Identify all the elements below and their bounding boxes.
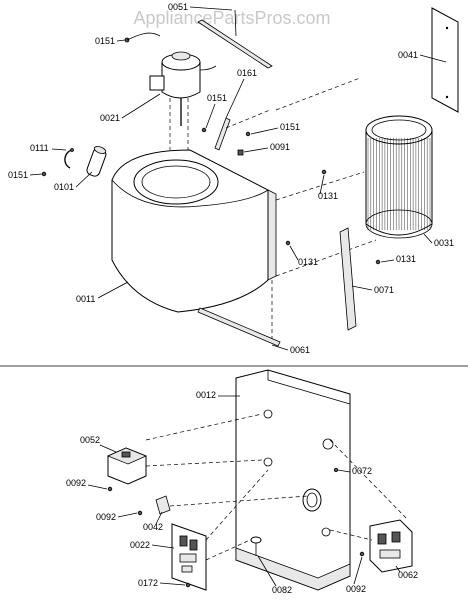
label-0062: 0062 xyxy=(398,570,418,580)
label-0151-d: 0151 xyxy=(8,170,28,180)
part-0021-blower-motor[interactable] xyxy=(149,51,217,126)
label-0041: 0041 xyxy=(398,50,418,60)
label-0052: 0052 xyxy=(80,435,100,445)
part-0151-capacitor-screw[interactable] xyxy=(41,171,47,177)
part-0151-housing-screw[interactable] xyxy=(245,131,251,137)
part-0131-screw-upper[interactable] xyxy=(321,169,327,175)
label-0042: 0042 xyxy=(143,522,163,532)
label-0092-a: 0092 xyxy=(66,478,86,488)
label-0151-c: 0151 xyxy=(280,122,300,132)
label-0131-c: 0131 xyxy=(396,254,416,264)
watermark-text: AppliancePartsPros.com xyxy=(133,8,330,28)
label-0092-c: 0092 xyxy=(346,584,366,594)
label-0012: 0012 xyxy=(196,390,216,400)
assembly-guides-lower xyxy=(145,413,409,561)
part-0092-transformer-screw[interactable] xyxy=(107,486,113,492)
label-0082: 0082 xyxy=(272,585,292,595)
part-0012-control-panel[interactable] xyxy=(235,369,351,591)
label-0061: 0061 xyxy=(290,345,310,355)
assembly-guides-upper xyxy=(169,77,377,340)
part-0052-transformer[interactable] xyxy=(106,447,148,485)
label-0011: 0011 xyxy=(76,294,95,304)
label-0072: 0072 xyxy=(352,466,372,476)
part-0131-screw-left[interactable] xyxy=(285,240,291,246)
part-0022-control-board[interactable] xyxy=(171,523,207,591)
part-0091-clip[interactable] xyxy=(237,149,244,156)
label-0151-b: 0151 xyxy=(207,93,227,103)
part-0172-board-screw[interactable] xyxy=(185,582,191,588)
label-0161: 0161 xyxy=(237,68,257,78)
label-0131-a: 0131 xyxy=(318,191,338,201)
part-0071-side-strip[interactable] xyxy=(339,227,357,331)
label-0051: 0051 xyxy=(168,2,188,12)
part-0061-bottom-rail[interactable] xyxy=(197,307,281,347)
label-0031: 0031 xyxy=(434,238,454,248)
label-0071: 0071 xyxy=(374,285,394,295)
part-0011-blower-housing[interactable] xyxy=(111,149,277,313)
label-0022: 0022 xyxy=(130,540,150,550)
part-0062-relay[interactable] xyxy=(369,519,413,573)
part-0072-screw[interactable] xyxy=(333,467,338,472)
label-0151-a: 0151 xyxy=(95,36,115,46)
part-0161-bracket[interactable] xyxy=(214,117,231,151)
label-0091: 0091 xyxy=(270,142,290,152)
part-0151-motor-screw[interactable] xyxy=(124,32,161,43)
part-0131-screw-right[interactable] xyxy=(375,259,381,265)
part-0101-capacitor[interactable] xyxy=(86,145,108,177)
part-0031-blower-wheel[interactable] xyxy=(365,115,433,239)
part-0151-bracket-screw[interactable] xyxy=(201,127,207,133)
part-0051-top-rail[interactable] xyxy=(197,9,273,69)
part-0042-mounting-bracket[interactable] xyxy=(155,495,171,515)
part-0082-grommet[interactable] xyxy=(250,536,262,556)
part-0041-side-panel[interactable] xyxy=(431,7,459,113)
label-0021: 0021 xyxy=(100,113,120,123)
label-0092-b: 0092 xyxy=(96,512,116,522)
label-0101: 0101 xyxy=(54,182,74,192)
part-0092-bracket-screw[interactable] xyxy=(137,510,143,516)
label-0131-b: 0131 xyxy=(298,257,318,267)
part-0111-wire-harness[interactable] xyxy=(64,148,74,169)
part-0092-relay-screw[interactable] xyxy=(359,551,365,557)
label-0111: 0111 xyxy=(30,143,49,153)
label-0172: 0172 xyxy=(138,578,158,588)
